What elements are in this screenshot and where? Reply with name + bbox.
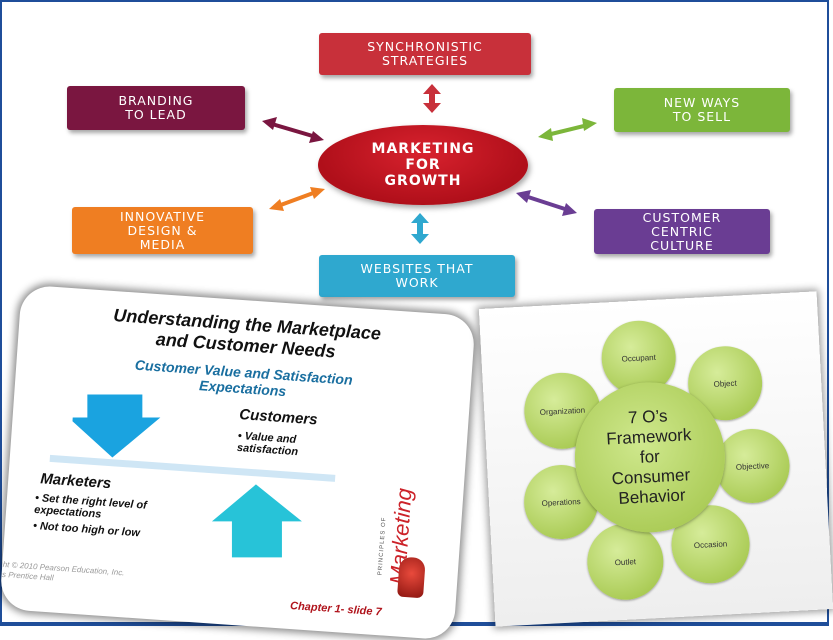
marketers-bullet-2: • Not too high or low — [32, 519, 141, 540]
seven-os-card: Occupant Object Objective Occasion Outle… — [478, 291, 833, 627]
arrow-innovative — [269, 187, 325, 211]
node-customer-label: CUSTOMER CENTRIC CULTURE — [642, 209, 722, 253]
petal-outlet: Outlet — [585, 521, 666, 602]
node-customer: CUSTOMER CENTRIC CULTURE — [594, 209, 770, 254]
book-cover-icon — [397, 556, 426, 599]
node-new-ways: NEW WAYS TO SELL — [614, 88, 790, 132]
petal-outlet-label: Outlet — [614, 556, 637, 567]
marketers-heading: Marketers — [39, 470, 112, 493]
slide-title-text: Understanding the Marketplace and Custom… — [112, 305, 382, 362]
center-marketing-for-growth: MARKETING FOR GROWTH — [318, 125, 528, 205]
seven-os-panel: Occupant Object Objective Occasion Outle… — [478, 291, 833, 627]
customers-bullet-text: • Value and satisfaction — [236, 429, 299, 459]
arrow-synchronistic — [423, 84, 441, 113]
diagram-arrows — [262, 84, 597, 244]
slide-panel: Understanding the Marketplace and Custom… — [0, 284, 476, 640]
petal-occasion-label: Occasion — [693, 538, 728, 550]
node-branding: BRANDING TO LEAD — [67, 86, 245, 130]
customers-bullet: • Value and satisfaction — [237, 430, 300, 458]
slide-card: Understanding the Marketplace and Custom… — [0, 284, 476, 640]
slide-subtitle-text: Customer Value and Satisfaction Expectat… — [134, 356, 354, 400]
petal-objective-label: Objective — [735, 460, 770, 472]
node-innovative: INNOVATIVE DESIGN & MEDIA — [72, 207, 253, 254]
node-synchronistic-label: SYNCHRONISTIC STRATEGIES — [367, 39, 483, 68]
arrow-customer — [516, 190, 577, 216]
marketers-bullets: • Set the right level of expectations • … — [33, 492, 148, 540]
node-synchronistic: SYNCHRONISTIC STRATEGIES — [319, 33, 531, 75]
node-innovative-label: INNOVATIVE DESIGN & MEDIA — [119, 208, 206, 252]
center-label: MARKETING FOR GROWTH — [371, 141, 475, 189]
petal-occupant-label: Occupant — [621, 352, 657, 364]
node-branding-label: BRANDING TO LEAD — [118, 93, 194, 122]
marketers-bullet-1: • Set the right level of expectations — [33, 491, 148, 521]
copyright: ght © 2010 Pearson Education, Inc. as Pr… — [0, 560, 125, 589]
petal-object-label: Object — [713, 378, 737, 389]
node-websites-label: WEBSITES THAT WORK — [360, 261, 474, 290]
arrow-branding — [262, 117, 324, 143]
node-websites: WEBSITES THAT WORK — [319, 255, 515, 297]
chapter-label: Chapter 1- slide 7 — [289, 600, 383, 619]
seven-os-center-label: 7 O’s Framework for Consumer Behavior — [605, 406, 692, 509]
down-arrow-icon — [70, 394, 161, 458]
petal-operations-label: Operations — [541, 496, 581, 508]
petal-organization-label: Organization — [539, 405, 586, 417]
arrow-new-ways — [538, 118, 597, 141]
up-arrow-icon — [211, 484, 302, 558]
petal-objective: Objective — [713, 427, 792, 505]
node-new-ways-label: NEW WAYS TO SELL — [663, 95, 741, 124]
arrow-websites — [411, 213, 429, 244]
customers-heading: Customers — [238, 406, 319, 429]
copyright-text: ght © 2010 Pearson Education, Inc. as Pr… — [0, 559, 125, 583]
